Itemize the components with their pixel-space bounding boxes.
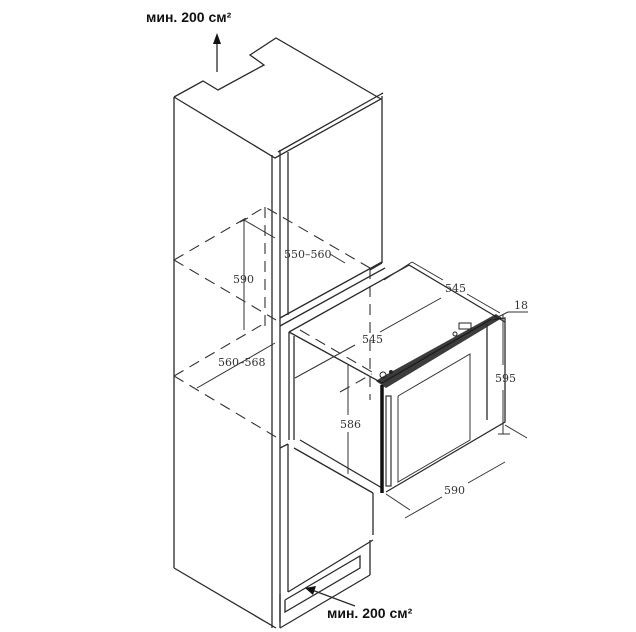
dim-front-height-label: 595 (495, 372, 516, 385)
dim-side-depth-label: 545 (362, 333, 383, 346)
upper-door-panel (287, 152, 383, 315)
appliance-door (376, 314, 506, 493)
dim-body-height-label: 586 (340, 418, 361, 431)
dim-niche-width-label: 550–560 (284, 248, 332, 261)
dim-body-height: 586 (340, 365, 361, 474)
dim-door-thickness: 18 (487, 299, 528, 323)
dim-width: 590 (385, 424, 528, 519)
dim-niche-depth: 560–568 (196, 342, 276, 389)
plinth-vent (279, 540, 371, 629)
bottom-vent-arrow-icon (305, 586, 356, 607)
bottom-vent-label: мин. 200 см² (327, 605, 413, 621)
door-handle (385, 395, 392, 487)
niche-lower-dashed (173, 322, 373, 438)
dim-niche-height: 590 (233, 217, 254, 330)
dim-niche-height-label: 590 (233, 273, 254, 286)
cabinet-front-edges (271, 96, 383, 628)
cabinet-left-side (173, 97, 277, 629)
dim-width-label: 590 (444, 484, 465, 497)
dim-niche-width: 550–560 (243, 219, 346, 264)
dim-top-depth: 545 (383, 261, 501, 314)
dim-top-depth-label: 545 (445, 282, 466, 295)
dim-side-depth: 545 (294, 297, 442, 379)
top-vent-label: мин. 200 см² (146, 9, 232, 25)
cabinet-top (173, 37, 384, 159)
top-vent-arrow-icon (213, 33, 221, 72)
niche-upper-dashed (173, 206, 371, 400)
middle-shelf (279, 261, 386, 327)
dim-niche-depth-label: 560–568 (218, 356, 266, 369)
dim-front-height: 595 (495, 314, 516, 435)
lower-cabinet-door (279, 443, 374, 593)
dim-door-thickness-label: 18 (514, 299, 528, 312)
appliance-body (288, 264, 506, 489)
